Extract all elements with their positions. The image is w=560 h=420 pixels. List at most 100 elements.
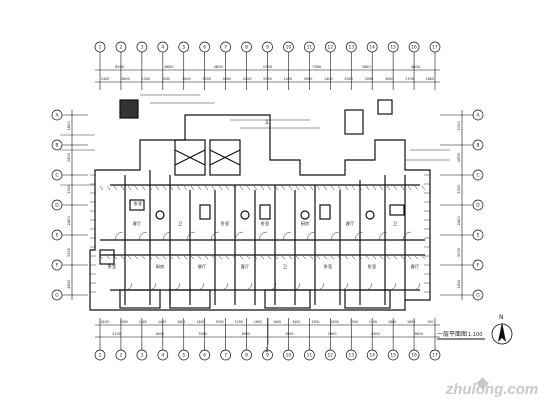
axis-bubble xyxy=(51,169,63,181)
axis-bubble xyxy=(220,41,231,53)
dimension-text: 2400 xyxy=(457,216,461,226)
axis-label: 17 xyxy=(432,353,438,359)
axis-bubble xyxy=(304,41,315,53)
axis-label: G xyxy=(476,293,480,299)
dimension-text: 3200 xyxy=(162,77,171,81)
dimension-text: 3600 xyxy=(155,332,164,336)
room-label: 厨房 xyxy=(301,220,309,227)
dimension-text: 2900 xyxy=(328,332,337,336)
axis-bubble xyxy=(262,41,273,53)
axis-bubble xyxy=(178,349,190,361)
axis-label: 13 xyxy=(348,45,354,51)
axis-bubble xyxy=(472,199,484,211)
dimension-text: 1400 xyxy=(158,320,166,324)
axis-label: 3 xyxy=(140,353,143,359)
axis-bubble xyxy=(51,199,63,211)
dimension-text: 2000 xyxy=(243,77,252,81)
axis-label: C xyxy=(55,173,58,179)
zhulong-logo-icon xyxy=(476,377,489,390)
axis-bubble xyxy=(283,41,294,53)
axis-label: E xyxy=(477,233,480,239)
axis-label: 2 xyxy=(120,45,123,51)
axis-label: 12 xyxy=(328,353,334,359)
axis-bubble xyxy=(472,109,484,121)
dimension-text: 3000 xyxy=(182,77,191,81)
dimension-text: 1400 xyxy=(139,320,147,324)
axis-label: 5 xyxy=(182,353,185,359)
plan-title-block: 一层平面图 1:100 xyxy=(437,331,485,340)
dimension-text: 1400 xyxy=(369,320,377,324)
dimension-text: 1600 xyxy=(273,320,281,324)
room-label: 卧室 xyxy=(108,263,116,270)
axis-bubble xyxy=(283,349,294,361)
room-label: 卧室 xyxy=(324,263,332,270)
dimension-text: 1500 xyxy=(457,279,461,289)
room-label: 卧室 xyxy=(134,200,142,207)
dimension-text: 3400 xyxy=(292,320,300,324)
axis-bubble xyxy=(157,349,169,361)
drafting-detail xyxy=(60,94,450,293)
axis-bubble xyxy=(366,41,378,53)
dimension-text: 1800 xyxy=(457,152,461,162)
axis-bubble xyxy=(241,349,252,361)
room-label: 餐厅 xyxy=(198,263,206,270)
dimension-text: 1400 xyxy=(67,152,71,162)
dimension-text: 4000 xyxy=(223,77,232,81)
axis-label: 6 xyxy=(203,45,206,51)
axis-label: 9 xyxy=(266,353,269,359)
room-label: 卫 xyxy=(393,221,397,226)
dimension-text: 3100 xyxy=(67,247,71,257)
axis-label: G xyxy=(55,293,59,299)
axis-bubble xyxy=(387,41,399,53)
axis-bubble xyxy=(220,349,231,361)
axis-label: 15 xyxy=(390,353,396,359)
axis-label: 2 xyxy=(120,353,123,359)
watermark-logo: zhulong.com xyxy=(445,377,539,398)
watermark-text: zhulong.com xyxy=(445,381,539,398)
dimension-text: 3300 xyxy=(457,184,461,194)
dimension-text: 7800 xyxy=(285,332,294,336)
axis-label: D xyxy=(55,203,59,209)
dimension-text: 2400 xyxy=(101,77,110,81)
dimension-text: 2700 xyxy=(405,77,414,81)
room-label: 卧室 xyxy=(221,220,229,227)
axis-label: C xyxy=(476,173,479,179)
dimension-text: 7900 xyxy=(312,65,322,69)
room-label: 厨房 xyxy=(156,263,164,270)
dimension-text: 2900 xyxy=(263,77,272,81)
dimension-text: 1300 xyxy=(141,77,150,81)
axis-bubble xyxy=(136,41,148,53)
room-label: 客厅 xyxy=(133,220,141,227)
dimension-text: 2900 xyxy=(344,77,353,81)
dimension-text: 2600 xyxy=(407,320,415,324)
axis-label: 13 xyxy=(348,353,354,359)
axis-label: 8 xyxy=(245,353,248,359)
axis-label: E xyxy=(56,233,59,239)
dimension-text: 1800 xyxy=(67,121,71,131)
axis-bubble xyxy=(304,349,315,361)
axis-label: 10 xyxy=(286,45,292,51)
dimension-text: 8600 xyxy=(164,65,174,69)
axis-label: A xyxy=(476,113,479,119)
axis-bubble xyxy=(199,41,211,53)
axis-bubble xyxy=(429,349,441,361)
axis-label: 4 xyxy=(161,353,164,359)
axis-label: 6 xyxy=(203,353,206,359)
dimension-text: 2000 xyxy=(365,77,374,81)
dimension-text: 4800 xyxy=(411,65,421,69)
axis-bubble xyxy=(157,41,169,53)
axis-label: 14 xyxy=(369,45,375,51)
axis-label: 7 xyxy=(224,45,227,51)
dimension-text: 1500 xyxy=(202,77,211,81)
dimension-text: 7600 xyxy=(414,332,423,336)
axis-bubble xyxy=(115,349,127,361)
axis-bubble xyxy=(429,41,441,53)
